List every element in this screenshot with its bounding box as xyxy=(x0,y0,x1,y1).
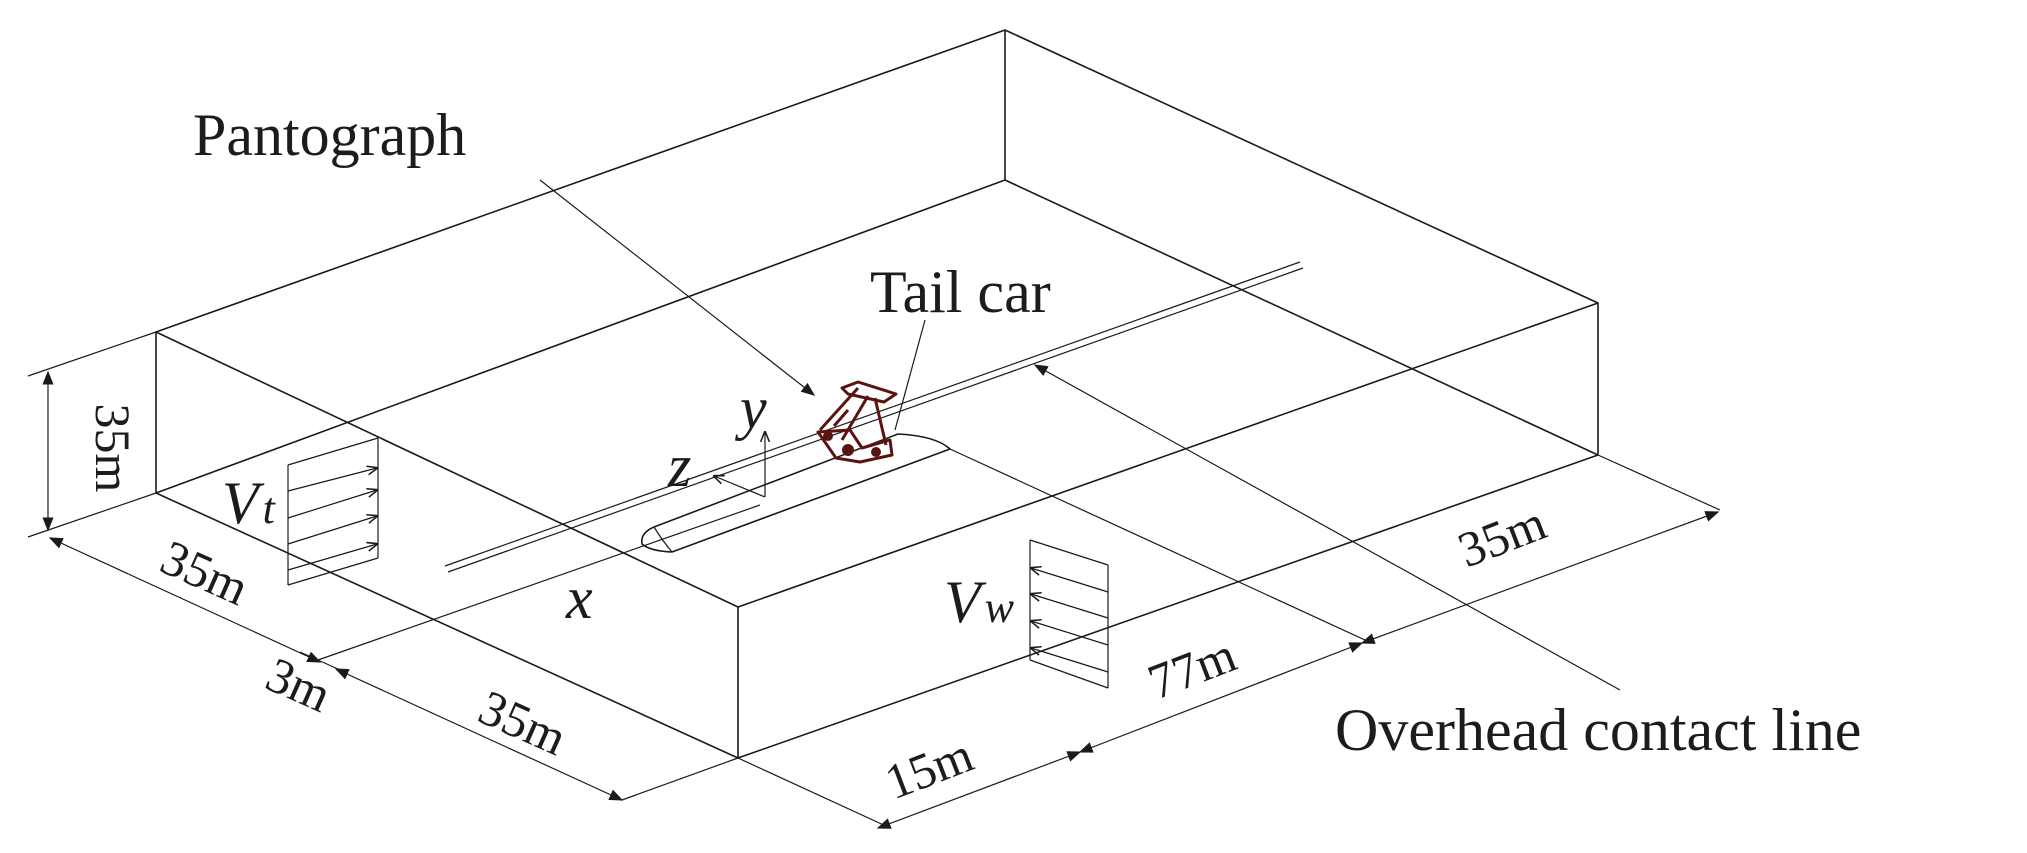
pantograph-leader xyxy=(539,179,816,396)
label-pantograph: Pantograph xyxy=(193,102,466,168)
dimension-front: 35m xyxy=(334,668,739,801)
tail-car-leader xyxy=(894,319,926,431)
domain-box xyxy=(155,29,1599,759)
dim-label-track-offset: 3m xyxy=(258,646,339,723)
inflow-velocity-profile: Vt xyxy=(222,437,378,586)
z-axis-arrow xyxy=(714,476,766,498)
label-overhead-contact-line: Overhead contact line xyxy=(1335,697,1861,763)
crosswind-velocity-label: Vw xyxy=(944,569,1015,635)
dim-label-upstream: 35m xyxy=(153,529,257,616)
dimension-35m-right: 35m xyxy=(1360,454,1721,644)
axis-label-x: x xyxy=(565,565,593,631)
track-line xyxy=(317,504,761,661)
dimension-height: 35m xyxy=(27,331,157,538)
coordinate-axes: y z x xyxy=(565,375,767,631)
axis-label-y: y xyxy=(734,375,767,441)
dim-label-15m: 15m xyxy=(877,726,980,810)
dim-label-front: 35m xyxy=(471,679,575,766)
domain-bottom-back-left xyxy=(155,179,1006,494)
domain-bottom-right xyxy=(737,454,1599,759)
dim-label-height: 35m xyxy=(85,404,141,493)
axis-label-z: z xyxy=(667,433,691,499)
pantograph xyxy=(816,380,898,464)
label-tail-car: Tail car xyxy=(870,259,1051,325)
dimension-track-offset: 3m xyxy=(258,646,339,723)
domain-bottom-back-right xyxy=(1004,179,1599,456)
inflow-velocity-label: Vt xyxy=(222,470,277,536)
overhead-contact-line xyxy=(444,261,1304,573)
dim-label-77m: 77m xyxy=(1140,626,1243,710)
dimension-15m: 15m xyxy=(737,726,1082,829)
leader-lines xyxy=(539,179,1621,691)
domain-bottom-left xyxy=(155,492,739,759)
tail-car xyxy=(640,433,951,553)
dim-label-35m-right: 35m xyxy=(1450,494,1553,578)
crosswind-velocity-profile: Vw xyxy=(944,539,1109,689)
